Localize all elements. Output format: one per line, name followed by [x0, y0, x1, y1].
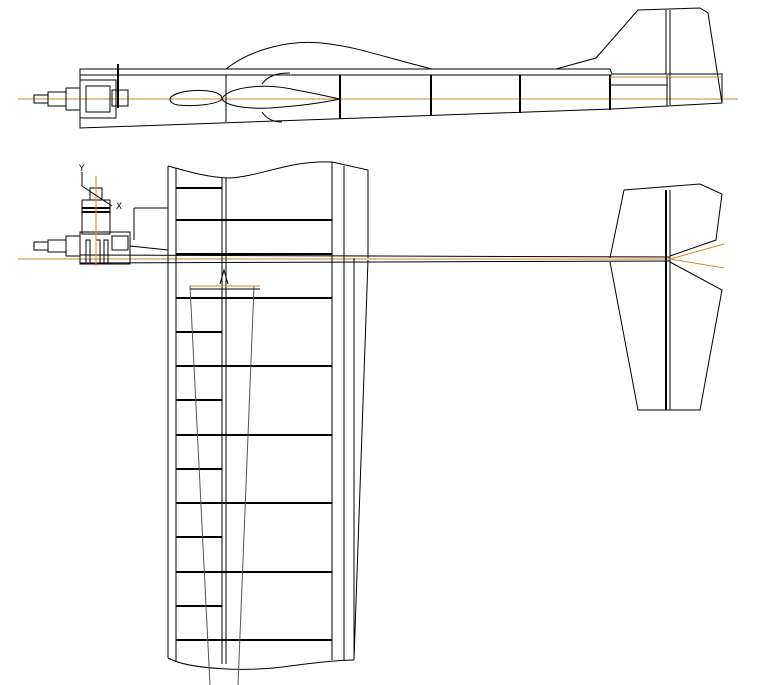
carburetor-top	[111, 235, 129, 251]
canopy-bottom-arc	[261, 111, 283, 123]
prop-nut-top	[33, 241, 49, 251]
vertical-fin	[555, 7, 723, 104]
mount-bolt	[103, 239, 109, 265]
fuselage-nose-taper	[129, 245, 169, 251]
elevator-horn-up	[669, 243, 725, 260]
wing-ribs	[176, 187, 332, 641]
stab-lower-outline	[609, 261, 723, 411]
engine-case	[85, 85, 111, 113]
gear-mount	[219, 268, 229, 285]
mount-bolt	[85, 239, 91, 265]
y-axis-label: Y	[78, 164, 85, 174]
elevator-horn-down	[669, 258, 725, 269]
side-view	[18, 7, 738, 129]
x-axis-label: X	[116, 202, 122, 212]
wing-airfoil	[221, 85, 341, 109]
engine-top-view: Y X	[33, 164, 168, 266]
carburetor	[111, 89, 129, 107]
x-axis-arrow	[81, 185, 113, 207]
canopy-outline	[225, 41, 433, 70]
wing-leading-top	[167, 161, 369, 258]
mount-bolt	[95, 239, 101, 265]
landing-gear	[189, 268, 260, 685]
canopy-front-arc	[261, 72, 291, 85]
fuselage-bottom-line	[79, 260, 671, 264]
stab-upper-outline	[623, 183, 723, 257]
gear-leg-right	[237, 285, 255, 685]
gear-leg-left	[189, 285, 211, 685]
aileron-edge	[353, 259, 369, 661]
fuselage-side-outline	[79, 68, 723, 129]
engine-front-top	[65, 235, 81, 257]
wing-tip	[167, 657, 355, 670]
top-view: Y X	[18, 161, 725, 685]
stab-upper-leading	[609, 189, 625, 259]
prop-nut	[33, 94, 49, 104]
horizontal-stabilizer	[609, 183, 725, 411]
fuselage-top-line	[79, 254, 671, 258]
wing-airfoil-front	[169, 89, 223, 107]
spinner-top	[47, 239, 67, 253]
